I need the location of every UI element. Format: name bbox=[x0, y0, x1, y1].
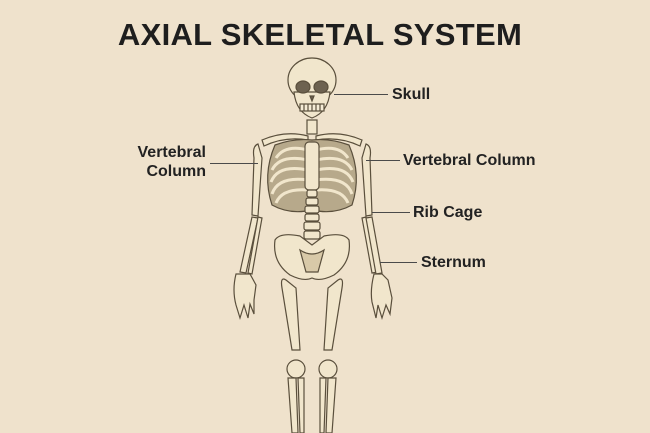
vertebral-column-left-leader-line bbox=[210, 163, 258, 164]
label-skull: Skull bbox=[392, 86, 431, 103]
vertebral-column-bone bbox=[303, 189, 321, 240]
sternum-leader-line bbox=[380, 262, 417, 263]
vertebral-column-right-leader-line bbox=[366, 160, 400, 161]
label-vertebral-column-left-line1: Vertebral bbox=[137, 144, 206, 161]
label-vertebral-column-right: Vertebral Column bbox=[403, 152, 536, 169]
skull-leader-line bbox=[334, 94, 388, 95]
label-vertebral-column-left-line2: Column bbox=[146, 163, 206, 180]
diagram-title: AXIAL SKELETAL SYSTEM bbox=[117, 17, 523, 52]
skull-bone bbox=[287, 57, 337, 119]
rib-cage-bone bbox=[267, 138, 357, 213]
label-sternum: Sternum bbox=[421, 254, 486, 271]
label-vertebral-column-left: Vertebral Column bbox=[110, 143, 206, 181]
rib-cage-leader-line bbox=[372, 212, 410, 213]
label-rib-cage: Rib Cage bbox=[413, 204, 483, 221]
